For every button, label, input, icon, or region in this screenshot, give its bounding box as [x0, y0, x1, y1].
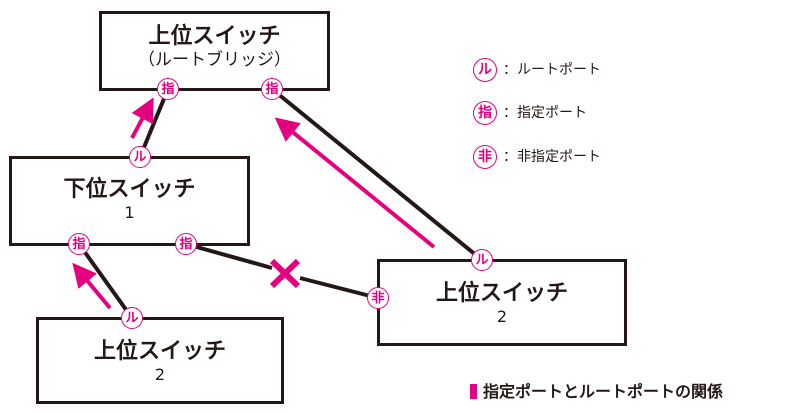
- designated-port-icon[interactable]: 指: [157, 78, 179, 100]
- bpdu-arrow-2: [274, 117, 436, 249]
- caption-text: 指定ポートとルートポートの関係: [483, 382, 724, 401]
- root-port-icon[interactable]: ル: [121, 307, 143, 329]
- root-port-icon[interactable]: ル: [471, 249, 493, 271]
- legend-label: ：ルートポート: [503, 62, 601, 78]
- caption-marker-icon: [470, 384, 477, 399]
- switch-title: 上位スイッチ: [93, 339, 226, 364]
- link-lower1-upper2-right-b: [299, 276, 379, 300]
- link-lower1-upper2-left: [77, 242, 134, 320]
- switch-title: 下位スイッチ: [63, 177, 196, 202]
- switch-subtitle: 2: [496, 307, 508, 326]
- switch-subtitle: 2: [154, 365, 166, 384]
- figure-caption: 指定ポートとルートポートの関係: [470, 381, 723, 403]
- legend-label: ：非指定ポート: [503, 149, 601, 165]
- designated-port-icon[interactable]: 指: [261, 78, 283, 100]
- designated-port-icon[interactable]: 指: [68, 233, 90, 255]
- blocked-x-icon: [269, 258, 301, 289]
- switch-upper-2-left[interactable]: 上位スイッチ 2: [36, 317, 284, 404]
- switch-subtitle: 1: [124, 203, 135, 222]
- bpdu-arrow-1: [130, 97, 154, 139]
- root-port-icon: ル: [473, 58, 497, 82]
- switch-upper-2-right[interactable]: 上位スイッチ 2: [377, 259, 627, 346]
- legend-label: ：指定ポート: [503, 105, 587, 121]
- designated-port-icon[interactable]: 指: [175, 233, 197, 255]
- bpdu-arrow-3: [72, 262, 112, 310]
- link-root-lower1: [138, 88, 170, 158]
- link-lower1-upper2-right-a: [185, 242, 273, 270]
- designated-port-icon: 指: [473, 101, 497, 125]
- switch-root-bridge[interactable]: 上位スイッチ （ルートブリッジ）: [99, 11, 330, 91]
- switch-lower-1[interactable]: 下位スイッチ 1: [9, 156, 250, 246]
- switch-title: 上位スイッチ: [435, 281, 568, 306]
- non-designated-port-icon[interactable]: 非: [367, 287, 389, 309]
- non-designated-port-icon: 非: [473, 145, 497, 169]
- root-port-icon[interactable]: ル: [129, 146, 151, 168]
- switch-subtitle: （ルートブリッジ）: [138, 50, 291, 70]
- switch-title: 上位スイッチ: [148, 24, 281, 49]
- link-root-upper2-right: [270, 87, 484, 262]
